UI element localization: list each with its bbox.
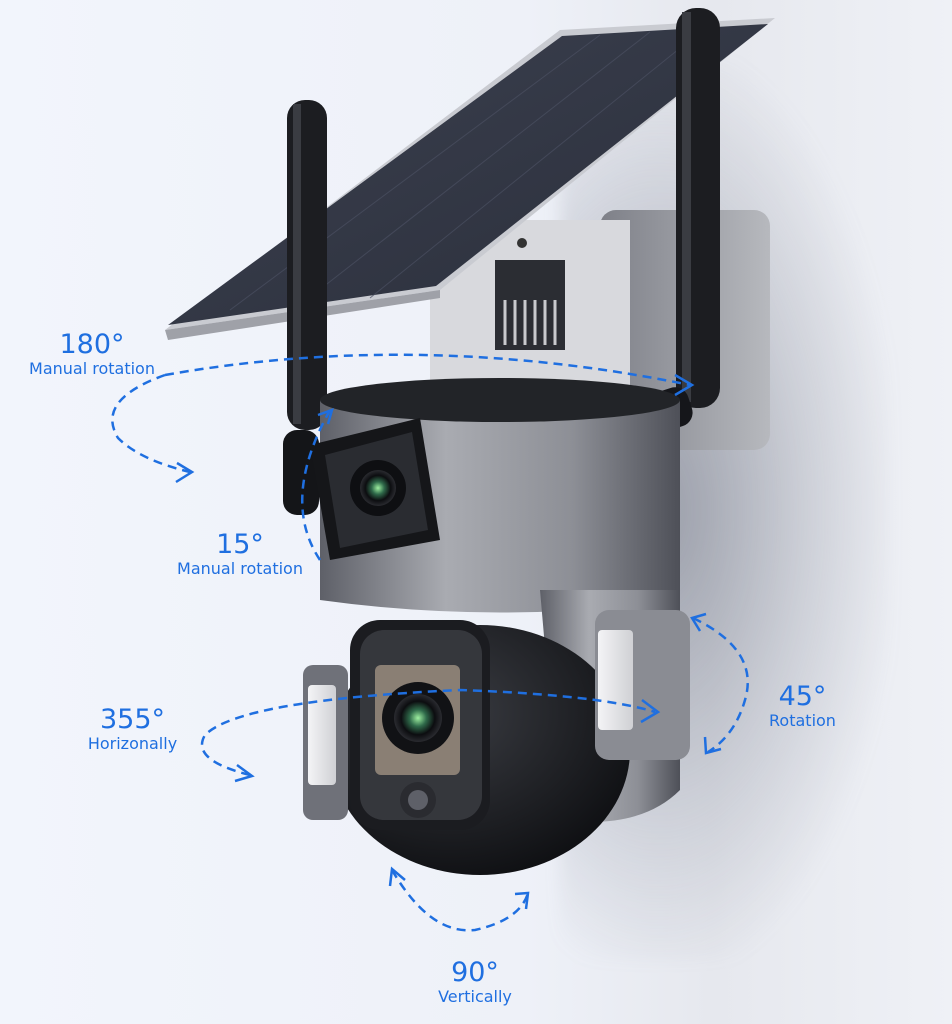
pan-label: 355° Horizonally: [70, 705, 195, 752]
lower-housing: [330, 590, 680, 875]
tilt-degrees: 90°: [451, 957, 499, 988]
antenna-rotation-degrees: 180°: [59, 329, 125, 360]
upper-housing: [310, 378, 680, 613]
light-rotation-degrees: 45°: [778, 681, 827, 712]
left-floodlight: [303, 665, 348, 820]
right-floodlight: [595, 610, 690, 760]
pan-degrees: 355°: [99, 704, 166, 735]
upper-lens-tilt-degrees: 15°: [216, 529, 264, 560]
tilt-arrow: [390, 869, 530, 932]
antenna-rotation-arrow: [164, 353, 691, 387]
tilt-label: 90° Vertically: [420, 958, 530, 1005]
upper-lens-arrow: [300, 409, 332, 561]
antenna-rotation-description: Manual rotation: [29, 358, 155, 378]
tilt-description: Vertically: [438, 986, 512, 1006]
arrow-heads: [175, 373, 722, 910]
light-rotation-description: Rotation: [769, 710, 836, 730]
antenna-rotation-label: 180° Manual rotation: [12, 330, 172, 377]
light-rotation-label: 45° Rotation: [755, 682, 850, 729]
light-rotation-arrow: [692, 616, 749, 754]
upper-lens-tilt-description: Manual rotation: [177, 558, 303, 578]
pan-description: Horizonally: [87, 733, 178, 753]
rotation-arrows: [111, 353, 749, 932]
upper-lens-tilt-label: 15° Manual rotation: [160, 530, 320, 577]
